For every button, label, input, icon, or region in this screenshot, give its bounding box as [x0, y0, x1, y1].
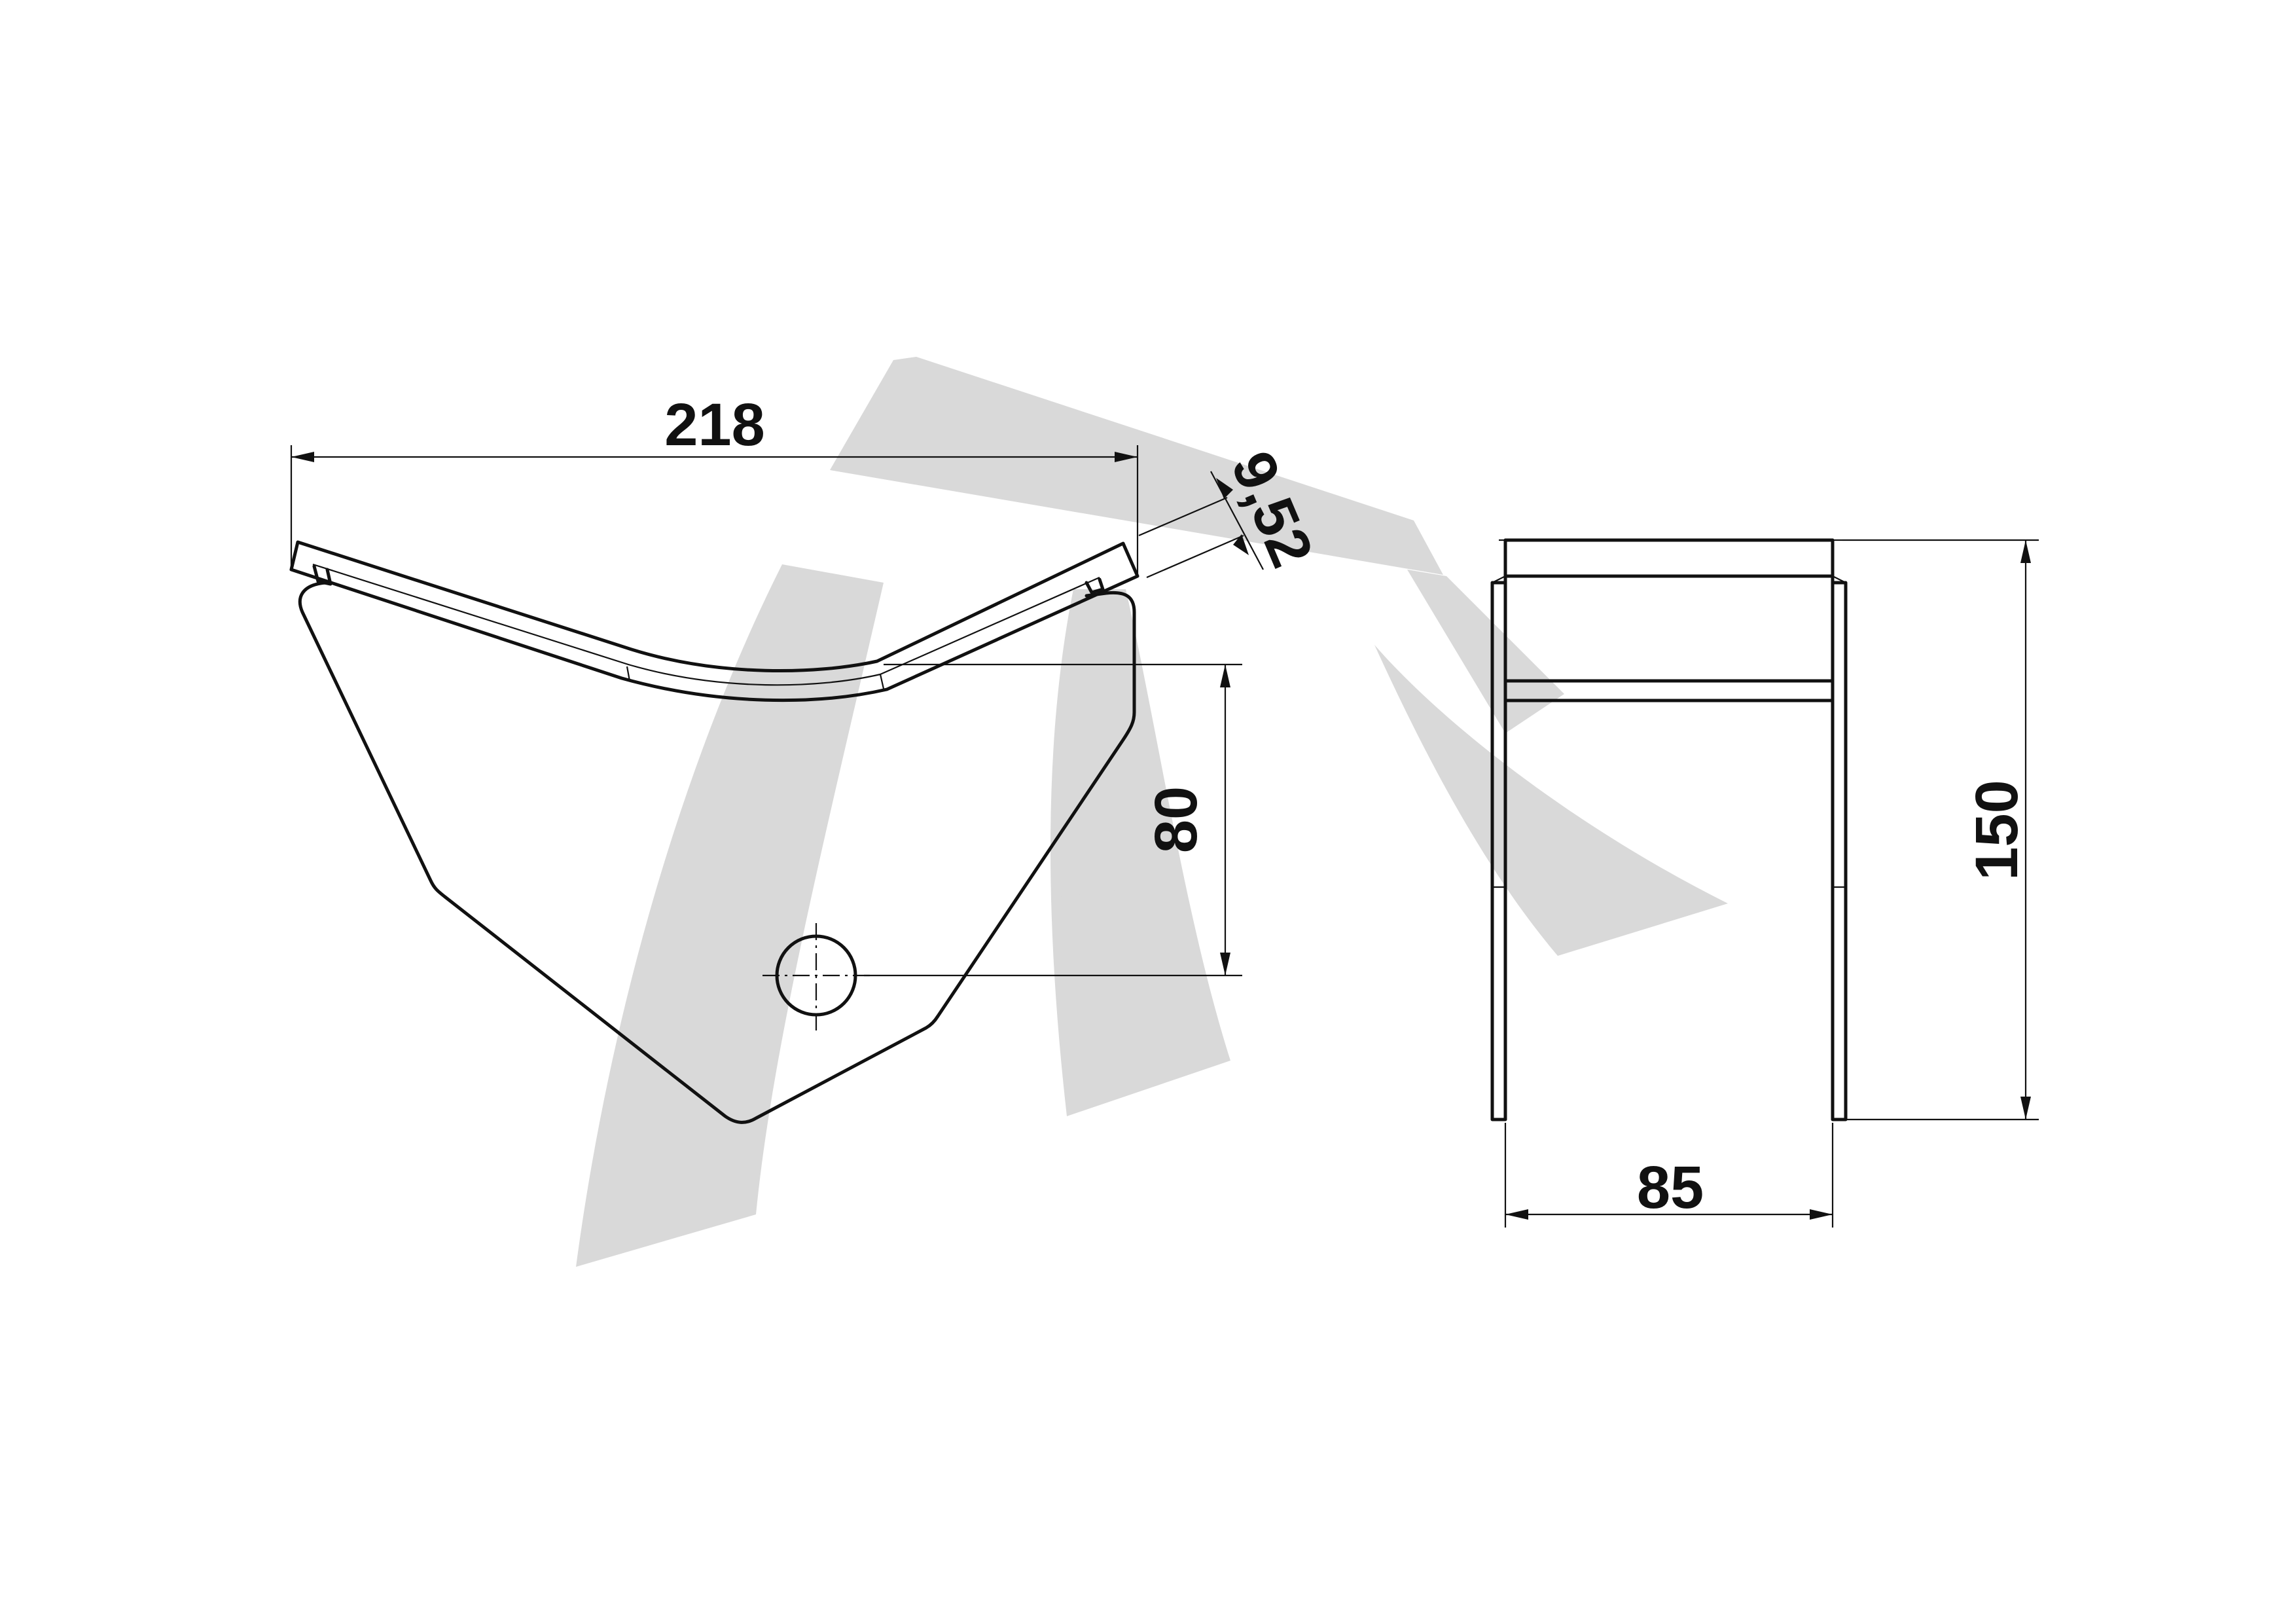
blade-plate — [298, 581, 1136, 1124]
dimension-width: 85 — [1504, 1123, 1834, 1228]
dimension-width-label: 85 — [1637, 1154, 1704, 1221]
dimension-overall-length-label: 218 — [664, 392, 765, 458]
logo-watermark — [576, 357, 1728, 1267]
blade-edge-strip — [289, 540, 1139, 702]
right-leg — [1831, 581, 1848, 1121]
dimension-height: 150 — [1842, 539, 2039, 1121]
dimension-hole-offset: 80 — [864, 663, 1242, 977]
dimension-hole-offset-label: 80 — [1143, 786, 1210, 853]
dimension-height-label: 150 — [1964, 780, 2030, 881]
front-view — [1490, 538, 1848, 1121]
dimension-overall-length: 218 — [290, 392, 1139, 576]
side-view — [289, 540, 1139, 1124]
